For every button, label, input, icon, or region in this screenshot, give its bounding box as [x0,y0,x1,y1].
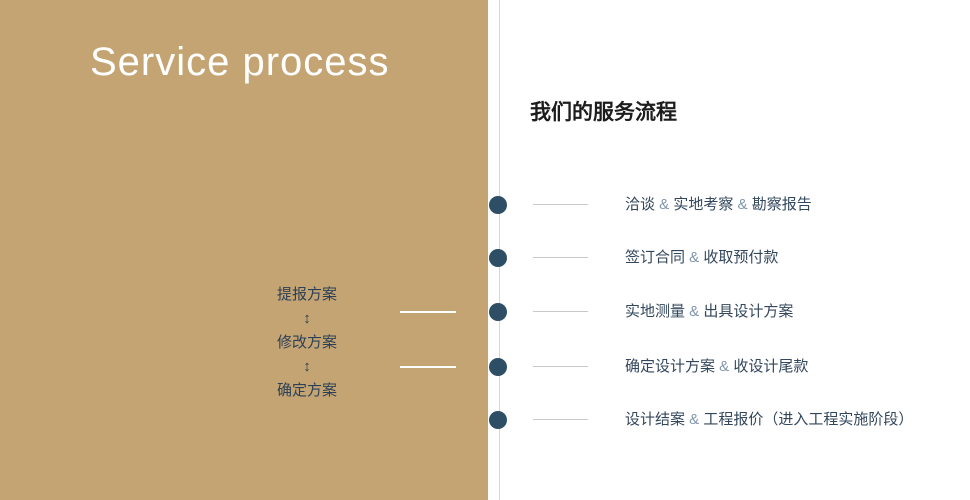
connector-line [533,366,588,367]
step-text: 实地测量 & 出具设计方案 [625,303,794,320]
timeline-row: 设计结案 & 工程报价（进入工程实施阶段） [0,411,970,429]
flow-step: 确定方案 [276,382,337,399]
white-connector-line [400,311,456,313]
timeline-dot-icon [489,303,507,321]
timeline-row: 确定设计方案 & 收设计尾款 [0,358,970,376]
page-title: Service process [90,40,390,84]
up-down-arrow-icon: ↕ [303,358,311,375]
timeline-dot-icon [489,249,507,267]
step-text: 设计结案 & 工程报价（进入工程实施阶段） [625,411,914,428]
left-flow-group: 提报方案 ↕ 修改方案 ↕ 确定方案 [260,285,354,401]
timeline-dot-icon [489,358,507,376]
step-text: 签订合同 & 收取预付款 [625,249,779,266]
timeline-row: 签订合同 & 收取预付款 [0,249,970,267]
connector-line [533,257,588,258]
white-connector-line [400,366,456,368]
step-text: 确定设计方案 & 收设计尾款 [625,358,809,375]
connector-line [533,311,588,312]
timeline-dot-icon [489,196,507,214]
step-text: 洽谈 & 实地考察 & 勘察报告 [625,196,812,213]
connector-line [533,204,588,205]
section-heading: 我们的服务流程 [530,101,677,124]
timeline-row: 实地测量 & 出具设计方案 [0,303,970,321]
flow-step: 提报方案 [276,286,337,303]
connector-line [533,419,588,420]
up-down-arrow-icon: ↕ [303,310,311,327]
flow-step: 修改方案 [276,334,337,351]
timeline-dot-icon [489,411,507,429]
timeline-row: 洽谈 & 实地考察 & 勘察报告 [0,196,970,214]
gold-background-panel [0,0,488,500]
